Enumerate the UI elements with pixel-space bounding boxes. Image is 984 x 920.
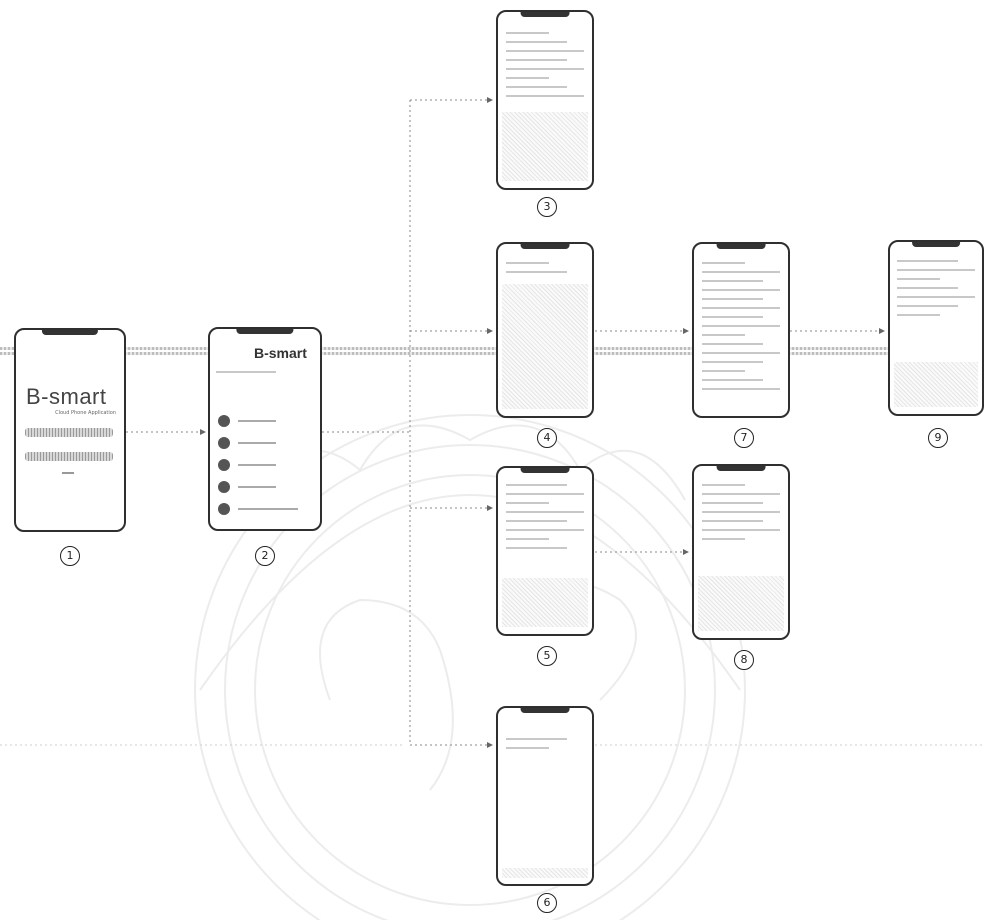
step-number-1: 1 [60,546,80,566]
content-block [894,362,979,407]
phone-screen-6 [496,706,594,886]
menu-item [218,415,312,429]
menu-item [218,437,312,451]
content-lines [506,738,585,756]
content-block [502,112,589,181]
step-number-5: 5 [537,646,557,666]
phone-screen-5 [496,466,594,636]
step-number-7: 7 [734,428,754,448]
phone-screen-7 [692,242,790,418]
step-number-4: 4 [537,428,557,448]
phone-screen-8 [692,464,790,640]
step-number-9: 9 [928,428,948,448]
phone-screen-home: B-smart [208,327,322,531]
phone-notch [521,12,570,17]
menu-item [218,459,312,473]
phone-notch [521,468,570,473]
content-block [698,576,785,631]
app-title: B-smart [26,384,107,410]
input-bar [502,868,589,878]
phone-screen-4 [496,242,594,418]
phone-notch [42,330,98,335]
phone-notch [236,329,293,334]
menu-item [218,481,312,495]
content-lines [702,484,781,547]
content-block [502,578,589,627]
content-lines [702,262,781,397]
step-number-6: 6 [537,893,557,913]
content-lines [506,262,585,280]
content-lines [506,32,585,104]
menu-item [218,503,312,517]
step-number-8: 8 [734,650,754,670]
step-number-2: 2 [255,546,275,566]
phone-notch [521,708,570,713]
phone-notch [521,244,570,249]
content-block [502,284,589,409]
phone-notch [717,466,766,471]
header-line [216,371,276,373]
app-header-title: B-smart [254,345,307,361]
login-button [62,472,74,474]
phone-notch [717,244,766,249]
username-field [25,428,113,437]
phone-screen-3 [496,10,594,190]
app-subtitle: Cloud Phone Application [26,410,116,416]
password-field [25,452,113,461]
phone-screen-9 [888,240,984,416]
content-lines [897,260,974,323]
step-number-3: 3 [537,197,557,217]
phone-screen-login: B-smart Cloud Phone Application [14,328,126,532]
phone-notch [912,242,960,247]
content-lines [506,484,585,556]
